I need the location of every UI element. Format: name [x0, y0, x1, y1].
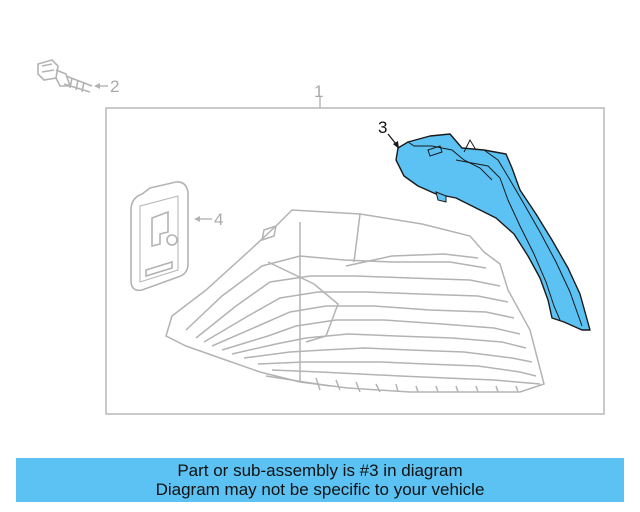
info-banner: Part or sub-assembly is #3 in diagram Di… [16, 458, 624, 502]
callout-4-label: 4 [214, 210, 223, 229]
callout-2-label: 2 [110, 77, 119, 96]
assembly-1-frame [105, 107, 605, 415]
callout-3-leader [387, 133, 397, 145]
callout-1-label: 1 [314, 82, 323, 101]
tail-lamp-housing [165, 209, 545, 393]
part-2-screw[interactable] [37, 59, 93, 93]
callout-3-label: 3 [378, 118, 387, 137]
part-4-gasket[interactable] [130, 181, 189, 292]
parts-diagram: 2 1 4 3 [37, 59, 605, 415]
banner-line-part: Part or sub-assembly is #3 in diagram [177, 461, 463, 480]
callout-4-arrowhead [194, 216, 200, 222]
part-3-highlighted[interactable] [395, 133, 591, 331]
banner-line-disclaimer: Diagram may not be specific to your vehi… [155, 480, 485, 499]
callout-3-arrowhead [393, 141, 399, 149]
callout-2-arrowhead [94, 83, 100, 89]
